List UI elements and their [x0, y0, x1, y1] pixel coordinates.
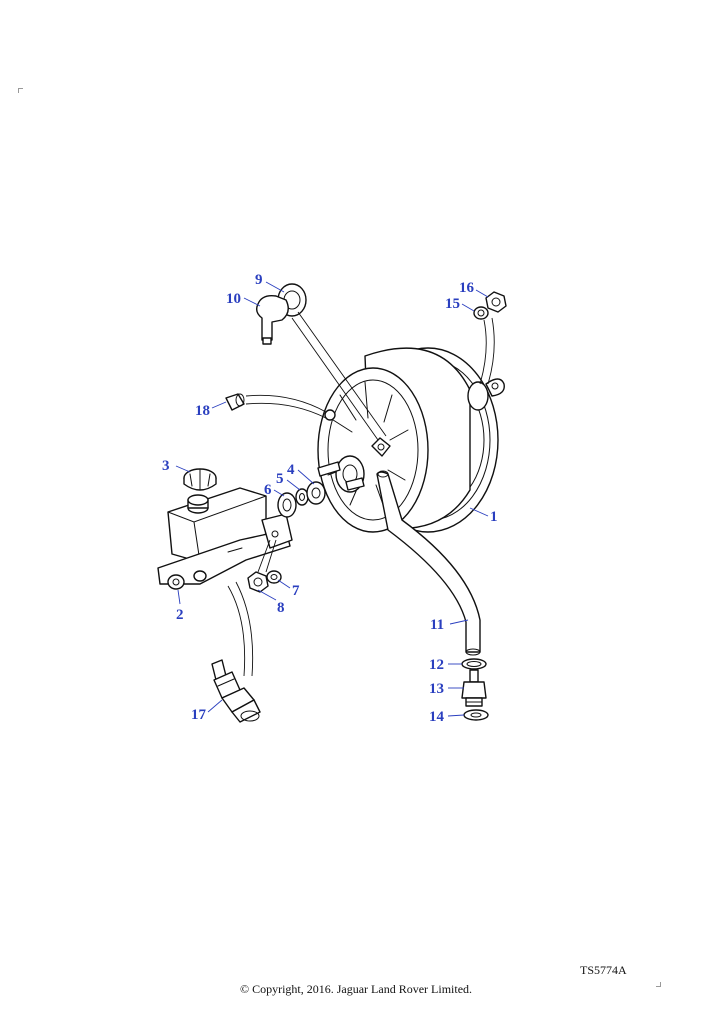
callout-18: 18 [195, 403, 210, 419]
callout-2: 2 [176, 607, 184, 623]
callout-leaders [175, 281, 489, 717]
seal-drawing [277, 492, 297, 518]
brake-servo-drawing [317, 347, 505, 533]
callout-13: 13 [429, 681, 444, 697]
callout-6: 6 [264, 482, 272, 498]
nut-16-drawing [485, 291, 507, 313]
callout-7: 7 [292, 583, 300, 599]
callout-4: 4 [287, 462, 295, 478]
callout-1: 1 [490, 509, 498, 525]
bush-drawing [225, 393, 245, 411]
callout-16: 16 [459, 280, 475, 296]
check-valve-drawing [461, 669, 487, 707]
crop-mark-bottom-right [656, 982, 661, 987]
master-cylinder-drawing [157, 487, 293, 590]
washer-5-drawing [295, 488, 309, 506]
callout-12: 12 [429, 657, 444, 673]
nut-8-drawing [247, 571, 269, 593]
washer-4-drawing [306, 481, 326, 505]
callout-9: 9 [255, 272, 263, 288]
callout-8: 8 [277, 600, 285, 616]
clip-drawing [461, 658, 487, 670]
crop-mark-top-left [18, 88, 23, 93]
callout-10: 10 [226, 291, 241, 307]
reservoir-cap-drawing [183, 468, 217, 491]
washer-7-drawing [266, 570, 282, 584]
callout-14: 14 [429, 709, 445, 725]
assembly-lines [227, 311, 495, 677]
brake-light-switch-drawing [211, 659, 261, 723]
elbow-drawing [255, 294, 289, 345]
callout-15: 15 [445, 296, 460, 312]
vacuum-hose-drawing [376, 470, 481, 656]
callout-17: 17 [191, 707, 207, 723]
callout-11: 11 [430, 617, 444, 633]
drawing-reference-code: TS5774A [580, 963, 627, 977]
washer-15-drawing [473, 306, 489, 320]
callout-5: 5 [276, 471, 284, 487]
callout-3: 3 [162, 458, 170, 474]
washer-14-drawing [463, 709, 489, 721]
copyright-notice: © Copyright, 2016. Jaguar Land Rover Lim… [239, 982, 473, 996]
callout-labels: 1 2 3 4 5 6 7 8 9 10 11 12 13 14 15 16 1… [162, 272, 498, 725]
